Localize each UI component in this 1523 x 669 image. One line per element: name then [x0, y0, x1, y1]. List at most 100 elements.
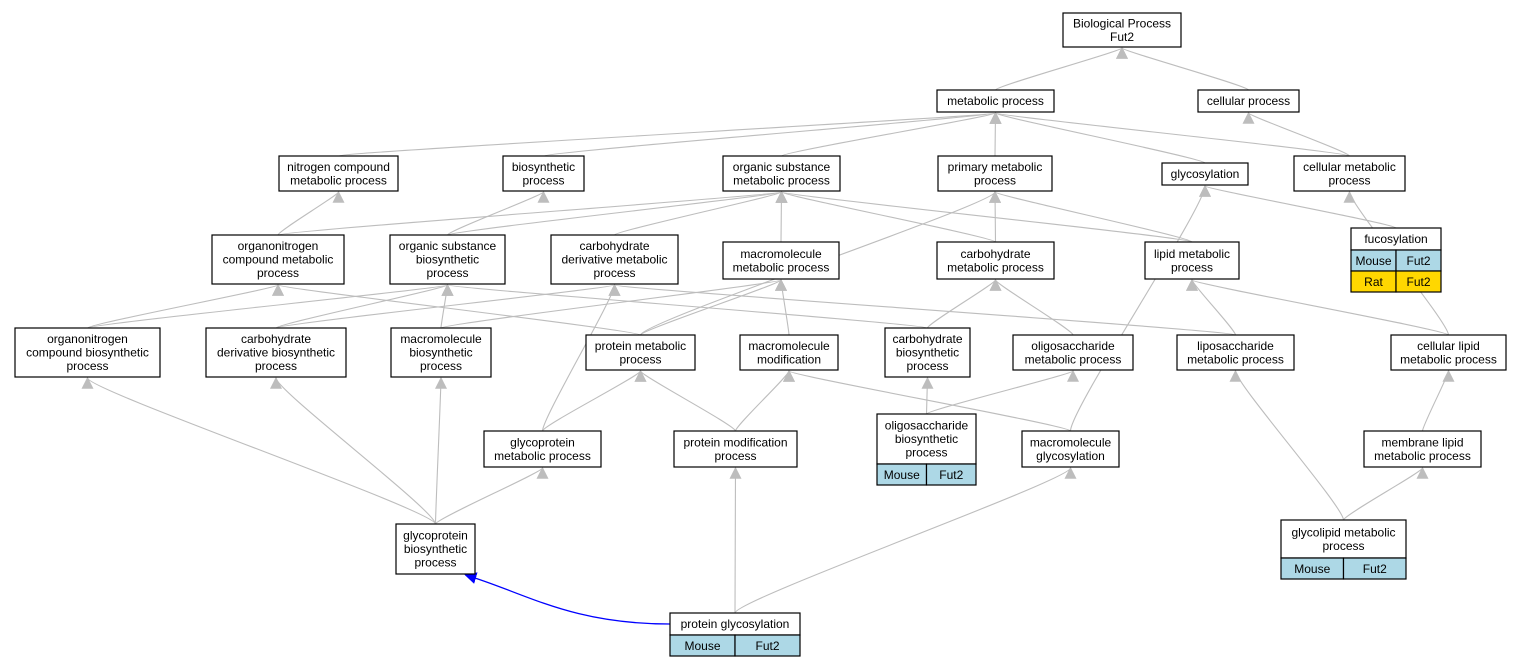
- node-cellular[interactable]: cellular process: [1197, 89, 1300, 113]
- node-label-line: organic substance: [733, 160, 831, 174]
- node-box: [722, 155, 841, 192]
- node-box: [205, 327, 347, 378]
- node-metabolic[interactable]: metabolic process: [936, 89, 1055, 113]
- node-label-line: cellular metabolic: [1303, 160, 1396, 174]
- edge-cell_met-to-cellular: [1242, 111, 1351, 157]
- node-label-line: metabolic process: [947, 94, 1044, 108]
- node-box: [1390, 334, 1507, 371]
- gene-label: Fut2: [1406, 254, 1430, 268]
- node-label-line: metabolic process: [494, 449, 591, 463]
- node-box: [722, 241, 840, 280]
- edge-glycoprot_met-to-protein_met: [541, 369, 647, 432]
- node-glycosylation[interactable]: glycosylation: [1161, 162, 1249, 186]
- node-box: [1280, 519, 1407, 559]
- gene-label: Fut2: [939, 468, 963, 482]
- node-label-line: carbohydrate: [579, 239, 649, 253]
- node-label-line: process: [905, 446, 947, 460]
- edge-glycolipid_met-to-membrane_lipid: [1342, 466, 1429, 521]
- gene-label: Fut2: [755, 639, 779, 653]
- node-box: [278, 155, 399, 192]
- edge-orgn_cmp_bio-to-orgn_cmp_met: [86, 283, 284, 329]
- edge-orgn_cmp_met-to-organic_sub: [277, 190, 786, 236]
- edge-carb_bio-to-carb_met: [926, 278, 1002, 329]
- edge-protein_met-to-orgn_cmp_met: [273, 283, 642, 336]
- node-label-line: cellular process: [1207, 94, 1290, 108]
- node-label-line: carbohydrate: [892, 332, 962, 346]
- node-box: [1021, 430, 1120, 468]
- gene-label: Fut2: [1363, 562, 1387, 576]
- node-box: [550, 234, 679, 285]
- edge-macromol_mod-to-macromol_met: [775, 278, 790, 336]
- edge-carb_bio-to-org_sub_bio: [443, 283, 929, 329]
- node-label-line: derivative biosynthetic: [217, 346, 335, 360]
- node-label-line: process: [420, 359, 462, 373]
- edge-orgn_cmp_bio-to-org_sub_bio: [86, 283, 453, 329]
- node-label-line: Biological Process: [1073, 16, 1171, 30]
- edge-orgn_cmp_met-to-nitrogen_cmp: [277, 190, 345, 236]
- node-label-line: process: [714, 449, 756, 463]
- edge-prot_glyc-to-glycoprot_bio: [464, 572, 671, 625]
- node-label-line: process: [522, 173, 564, 187]
- node-label-line: compound biosynthetic: [26, 346, 149, 360]
- node-label-line: metabolic process: [733, 173, 830, 187]
- node-label-line: glycolipid metabolic: [1291, 525, 1395, 539]
- node-label-line: glycoprotein: [403, 529, 468, 543]
- node-box: [483, 430, 602, 468]
- node-label-line: process: [66, 359, 108, 373]
- node-label-line: process: [1328, 173, 1370, 187]
- species-label: Mouse: [884, 468, 920, 482]
- node-label-line: process: [255, 359, 297, 373]
- node-label-line: macromolecule: [740, 247, 822, 261]
- node-box: [389, 234, 506, 285]
- edge-macromol_met-to-organic_sub: [775, 190, 788, 243]
- node-label-line: process: [1171, 260, 1213, 274]
- node-label-line: organonitrogen: [238, 239, 319, 253]
- edge-macromol_bio-to-macromol_met: [440, 278, 786, 329]
- node-box: [739, 334, 839, 371]
- node-box: [390, 327, 492, 378]
- edge-glycoprot_bio-to-orgn_cmp_bio: [81, 376, 437, 525]
- node-label-line: biosynthetic: [512, 160, 575, 174]
- gene-cell: [734, 634, 801, 657]
- node-label-line: modification: [757, 352, 821, 366]
- edge-lipid_met-to-primary_met: [989, 190, 1193, 243]
- edge-glycoprot_bio-to-macromol_bio: [434, 376, 447, 525]
- gene-cell: [925, 463, 977, 486]
- edge-carb_deriv_bio-to-org_sub_bio: [275, 283, 453, 329]
- node-label-line: macromolecule: [400, 332, 482, 346]
- edge-macromol_glyc-to-macromol_mod: [783, 369, 1072, 432]
- node-label-line: process: [906, 359, 948, 373]
- node-box: [1293, 155, 1406, 192]
